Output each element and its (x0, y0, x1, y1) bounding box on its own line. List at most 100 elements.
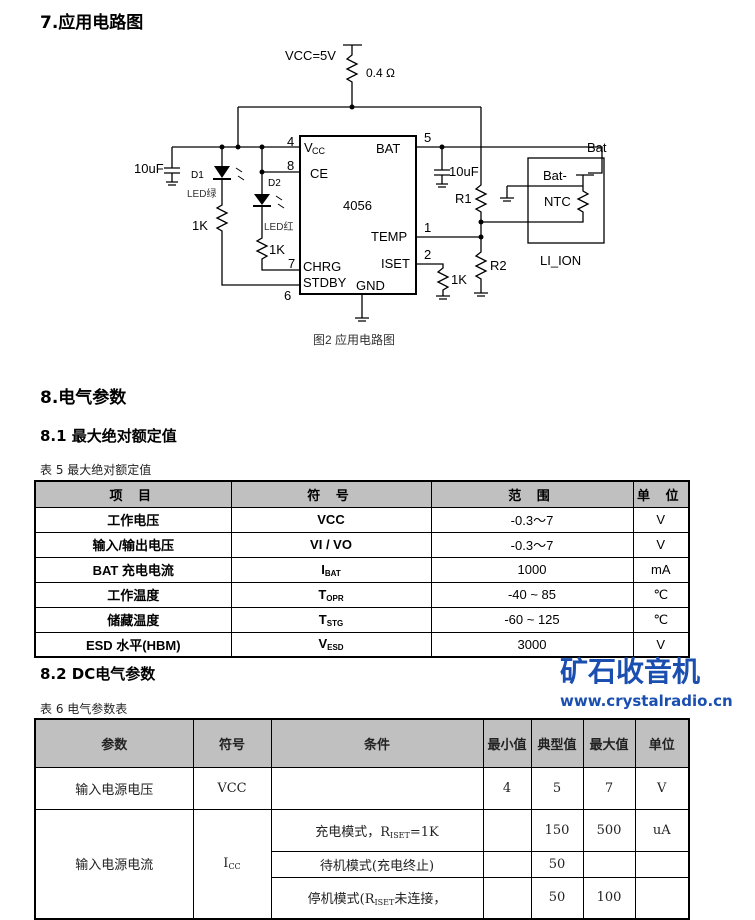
application-circuit-diagram: VCC=5V 0.4 Ω 10uF D1 LED绿 D2 LED红 1K 1K … (134, 44, 607, 347)
header-typ: 典型值 (530, 718, 584, 768)
table-row: 输入/输出电压 VI / VO -0.3～7 V (34, 531, 690, 558)
r-iset-label: 1K (451, 272, 467, 287)
symbol-subscript: BAT (324, 568, 341, 578)
stdby-pin-label: STDBY (303, 275, 347, 290)
table-row: ESD 水平(HBM) VESD 3000 V (34, 631, 690, 658)
header-param: 参数 (34, 718, 194, 768)
item-cell: ESD 水平(HBM) (34, 631, 232, 658)
pin-1: 1 (424, 220, 431, 235)
table-row: 停机模式(RISET未连接， 50 100 (35, 876, 690, 920)
symbol-text: V (318, 636, 328, 652)
header-range: 范 围 (430, 480, 634, 508)
param-cell: 输入电源电流 (34, 808, 194, 920)
header-symbol: 符 号 (230, 480, 432, 508)
cap-in-label: 10uF (134, 161, 164, 176)
section-8-2-title: 8.2 DC电气参数 (40, 665, 156, 683)
table-header: 参数 符号 条件 最小值 典型值 最大值 单位 (34, 718, 690, 768)
min-cell (482, 876, 532, 920)
rsense-label: 0.4 Ω (366, 66, 395, 80)
symbol-text: VI / VO (310, 536, 352, 552)
iset-pin-label: ISET (381, 256, 410, 271)
watermark-url: www.crystalradio.cn (560, 692, 733, 710)
unit-cell: V (632, 531, 690, 558)
unit-cell: ℃ (632, 606, 690, 633)
pin-4: 4 (287, 134, 294, 149)
section-8-1-title: 8.1 最大绝对额定值 (40, 427, 177, 445)
item-cell: 工作温度 (34, 581, 232, 608)
unit-cell: V (632, 631, 690, 658)
symbol-cell: IBAT (230, 556, 432, 583)
symbol-text: I (321, 561, 325, 577)
pin-5: 5 (424, 130, 431, 145)
section-7-title: 7.应用电路图 (40, 13, 144, 33)
symbol-text: VCC (317, 511, 345, 527)
min-cell: 4 (482, 766, 532, 810)
item-cell: 储藏温度 (34, 606, 232, 633)
bat-plus-label: Bat (587, 140, 607, 155)
gnd-pin-label: GND (356, 278, 385, 293)
symbol-subscript: CC (228, 862, 241, 872)
table-row: 储藏温度 TSTG -60 ~ 125 ℃ (34, 606, 690, 633)
symbol-subscript: OPR (326, 593, 344, 603)
symbol-subscript: ESD (327, 643, 344, 653)
range-cell: 3000 (430, 631, 634, 658)
symbol-cell: VI / VO (230, 531, 432, 558)
table-6-caption: 表 6 电气参数表 (40, 702, 128, 716)
vcc-pin-sub: CC (312, 146, 325, 156)
pin-7: 7 (288, 256, 295, 271)
header-condition: 条件 (270, 718, 484, 768)
condition-text-suffix: =1K (409, 824, 439, 840)
min-cell (482, 808, 532, 852)
condition-cell: 停机模式(RISET未连接， (270, 876, 484, 920)
r2-label: R2 (490, 258, 507, 273)
d1-label: D1 (191, 170, 204, 181)
max-cell: 7 (582, 766, 636, 810)
condition-subscript: ISET (390, 830, 410, 840)
condition-text: 充电模式，R (315, 824, 391, 840)
chip-label: 4056 (343, 198, 372, 213)
header-item: 项 目 (34, 480, 232, 508)
range-cell: -60 ~ 125 (430, 606, 634, 633)
max-cell: 100 (582, 876, 636, 920)
dc-parameters-table: 参数 符号 条件 最小值 典型值 最大值 单位 输入电源电压 VCC 4 5 7… (34, 718, 690, 920)
unit-cell (634, 876, 690, 920)
unit-cell: ℃ (632, 581, 690, 608)
symbol-text: T (318, 586, 327, 602)
range-cell: -0.3～7 (430, 506, 634, 533)
pin-2: 2 (424, 247, 431, 262)
typ-cell: 50 (530, 876, 584, 920)
typ-cell: 5 (530, 766, 584, 810)
symbol-text: I (223, 856, 229, 872)
vcc-pin-label: V (304, 140, 313, 155)
symbol-subscript: STG (326, 618, 344, 628)
bat-minus-label: Bat- (543, 168, 567, 183)
typ-cell: 50 (530, 850, 584, 878)
unit-cell: V (634, 766, 690, 810)
header-min: 最小值 (482, 718, 532, 768)
header-max: 最大值 (582, 718, 636, 768)
d2-label: D2 (268, 178, 281, 189)
range-cell: -40 ~ 85 (430, 581, 634, 608)
table-row: BAT 充电电流 IBAT 1000 mA (34, 556, 690, 583)
section-8-title: 8.电气参数 (40, 388, 127, 408)
condition-cell: 充电模式，RISET=1K (270, 808, 484, 852)
table-row: 工作电压 VCC -0.3～7 V (34, 506, 690, 533)
table-row: 输入电源电压 VCC 4 5 7 V (34, 766, 690, 810)
range-cell: 1000 (430, 556, 634, 583)
table-row: 工作温度 TOPR -40 ~ 85 ℃ (34, 581, 690, 608)
watermark-logo: 矿石收音机 (560, 655, 701, 688)
pin-8: 8 (287, 158, 294, 173)
symbol-cell: TSTG (230, 606, 432, 633)
range-cell: -0.3～7 (430, 531, 634, 558)
header-unit: 单位 (634, 718, 690, 768)
unit-cell: uA (634, 808, 690, 852)
condition-subscript: ISET (374, 898, 395, 908)
ntc-label: NTC (544, 194, 571, 209)
condition-cell (270, 766, 484, 810)
max-cell (582, 850, 636, 878)
vcc-label: VCC=5V (285, 48, 336, 63)
r-d2-label: 1K (269, 242, 285, 257)
condition-text: 停机模式(R (307, 892, 375, 908)
item-cell: BAT 充电电流 (34, 556, 232, 583)
